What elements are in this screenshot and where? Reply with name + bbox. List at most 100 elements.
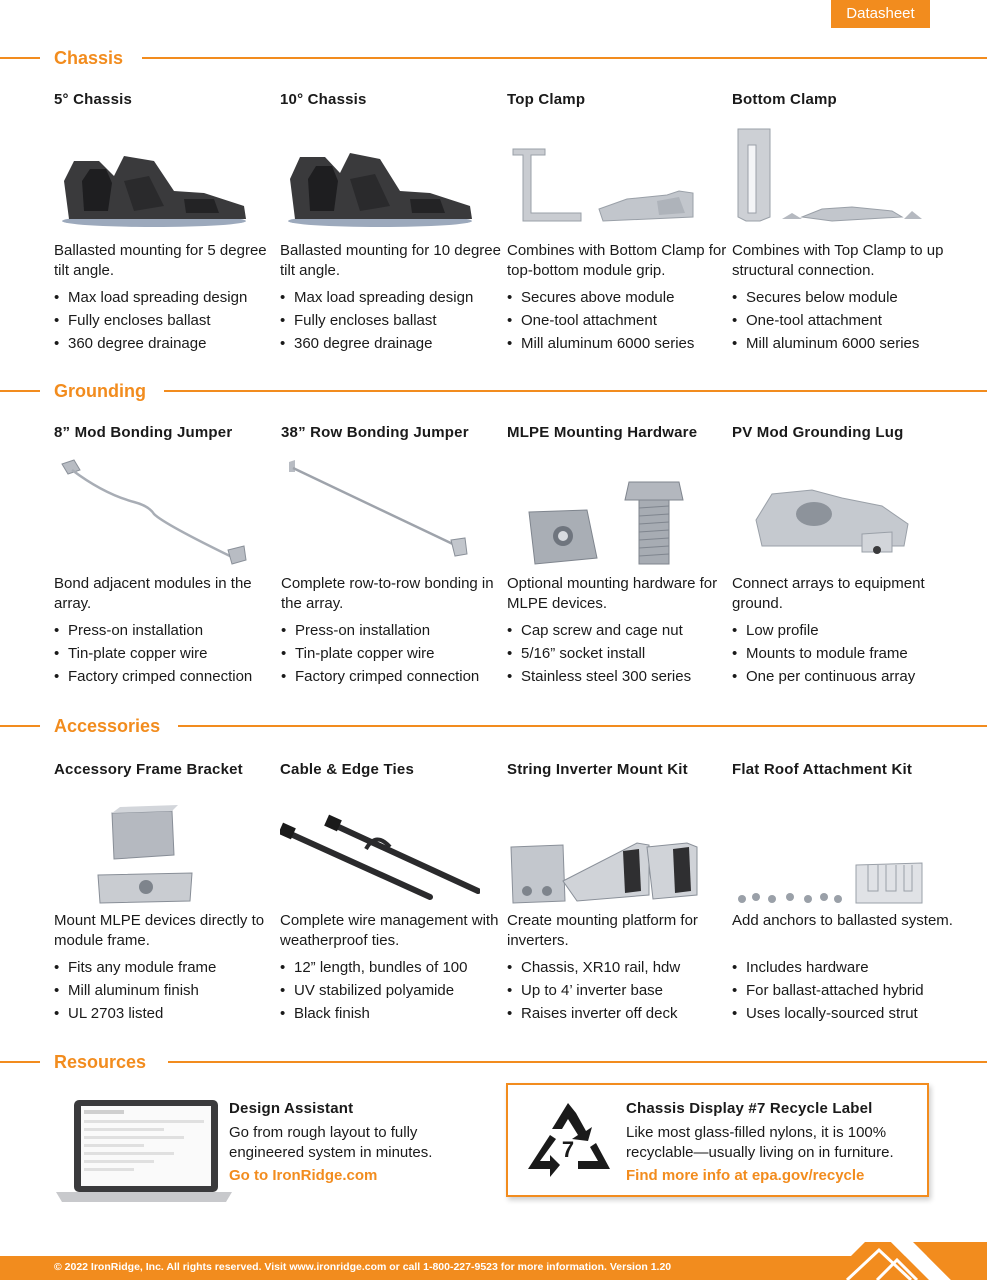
bullet: 360 degree drainage bbox=[280, 332, 520, 355]
bullet: Fits any module frame bbox=[54, 956, 294, 979]
laptop-image bbox=[54, 1098, 234, 1206]
bullet: Black finish bbox=[280, 1002, 520, 1025]
section-resources: Resources bbox=[0, 1050, 987, 1074]
datasheet-badge: Datasheet bbox=[831, 0, 930, 28]
bullet: Factory crimped connection bbox=[54, 665, 294, 688]
bullet: Max load spreading design bbox=[54, 286, 294, 309]
inverter-kit-image bbox=[510, 842, 698, 904]
product-row-bonding-jumper: 38” Row Bonding Jumper Complete row-to-r… bbox=[281, 424, 501, 688]
product-mlpe-hardware: MLPE Mounting Hardware Optional mounting… bbox=[507, 424, 727, 688]
bullet: Mill aluminum 6000 series bbox=[507, 332, 747, 355]
mlpe-hardware-image bbox=[528, 481, 684, 565]
bullet: Secures below module bbox=[732, 286, 972, 309]
section-grounding: Grounding bbox=[0, 379, 987, 403]
product-desc: Add anchors to ballasted system. bbox=[732, 912, 953, 929]
bullet: Tin-plate copper wire bbox=[281, 642, 521, 665]
recycle-box: 7 Chassis Display #7 Recycle Label Like … bbox=[506, 1083, 929, 1197]
product-desc: Ballasted mounting for 5 degree tilt ang… bbox=[54, 242, 267, 279]
bullet: Max load spreading design bbox=[280, 286, 520, 309]
resource-desc: Go from rough layout to fully engineered… bbox=[229, 1124, 433, 1161]
section-title: Resources bbox=[54, 1052, 147, 1072]
bullet: Tin-plate copper wire bbox=[54, 642, 294, 665]
ironridge-link[interactable]: Go to IronRidge.com bbox=[229, 1167, 378, 1184]
grounding-lug-image bbox=[755, 489, 909, 554]
row-jumper-image bbox=[289, 460, 468, 557]
bullet-list: Cap screw and cage nut 5/16” socket inst… bbox=[507, 619, 747, 688]
recycle-number: 7 bbox=[562, 1137, 574, 1162]
product-mod-bonding-jumper: 8” Mod Bonding Jumper Bond adjacent modu… bbox=[54, 424, 274, 688]
product-cable-ties: Cable & Edge Ties Complete wire manageme… bbox=[280, 761, 500, 1025]
product-name: 5° Chassis bbox=[54, 91, 133, 108]
resource-title: Chassis Display #7 Recycle Label bbox=[626, 1100, 873, 1117]
bullet-list: Press-on installation Tin-plate copper w… bbox=[281, 619, 521, 688]
bullet-list: Max load spreading design Fully encloses… bbox=[280, 286, 520, 355]
product-desc: Optional mounting hardware for MLPE devi… bbox=[507, 575, 718, 612]
bullet: Fully encloses ballast bbox=[280, 309, 520, 332]
flat-roof-kit-image bbox=[738, 862, 923, 904]
bullet-list: Press-on installation Tin-plate copper w… bbox=[54, 619, 294, 688]
section-chassis: Chassis bbox=[0, 46, 987, 70]
product-name: Top Clamp bbox=[507, 91, 586, 108]
frame-bracket-image bbox=[97, 805, 193, 904]
bullet-list: Low profile Mounts to module frame One p… bbox=[732, 619, 972, 688]
product-desc: Connect arrays to equipment ground. bbox=[732, 575, 925, 612]
bullet: Chassis, XR10 rail, hdw bbox=[507, 956, 747, 979]
section-title: Chassis bbox=[54, 48, 124, 68]
bullet: 5/16” socket install bbox=[507, 642, 747, 665]
product-desc: Complete wire management with weatherpro… bbox=[280, 912, 499, 949]
footer: © 2022 IronRidge, Inc. All rights reserv… bbox=[0, 1242, 987, 1280]
product-5-chassis: 5° Chassis Ballasted mounting for 5 degr… bbox=[54, 91, 274, 355]
bullet-list: 12” length, bundles of 100 UV stabilized… bbox=[280, 956, 520, 1025]
chassis-5-image bbox=[62, 156, 246, 227]
bullet: Low profile bbox=[732, 619, 972, 642]
bullet-list: Includes hardware For ballast-attached h… bbox=[732, 956, 972, 1025]
bullet: Secures above module bbox=[507, 286, 747, 309]
bullet: Fully encloses ballast bbox=[54, 309, 294, 332]
product-desc: Bond adjacent modules in the array. bbox=[54, 575, 252, 612]
bullet: Uses locally-sourced strut bbox=[732, 1002, 972, 1025]
bullet-list: Secures below module One-tool attachment… bbox=[732, 286, 972, 355]
product-desc: Mount MLPE devices directly to module fr… bbox=[54, 912, 265, 949]
bullet-list: Fits any module frame Mill aluminum fini… bbox=[54, 956, 294, 1025]
product-desc: Create mounting platform for inverters. bbox=[507, 912, 698, 949]
product-desc: Ballasted mounting for 10 degree tilt an… bbox=[280, 242, 501, 279]
product-flat-roof-kit: Flat Roof Attachment Kit Add anchors to … bbox=[732, 761, 953, 1025]
bullet: Mounts to module frame bbox=[732, 642, 972, 665]
bullet: UL 2703 listed bbox=[54, 1002, 294, 1025]
product-top-clamp: Top Clamp Combines with Bottom Clamp for… bbox=[507, 91, 727, 355]
product-name: 8” Mod Bonding Jumper bbox=[54, 424, 233, 441]
design-assistant-block: Design Assistant Go from rough layout to… bbox=[229, 1099, 489, 1187]
bullet: Press-on installation bbox=[54, 619, 294, 642]
bullet: 360 degree drainage bbox=[54, 332, 294, 355]
bullet: Mill aluminum 6000 series bbox=[732, 332, 972, 355]
recycle-icon: 7 bbox=[528, 1103, 610, 1177]
bullet: One-tool attachment bbox=[732, 309, 972, 332]
resource-title: Design Assistant bbox=[229, 1100, 354, 1117]
bullet: UV stabilized polyamide bbox=[280, 979, 520, 1002]
bullet-list: Max load spreading design Fully encloses… bbox=[54, 286, 294, 355]
top-clamp-image bbox=[512, 148, 694, 222]
bullet-list: Chassis, XR10 rail, hdw Up to 4’ inverte… bbox=[507, 956, 747, 1025]
chassis-10-image bbox=[288, 153, 472, 227]
product-name: String Inverter Mount Kit bbox=[507, 761, 688, 778]
mod-jumper-image bbox=[61, 459, 247, 565]
bullet: Raises inverter off deck bbox=[507, 1002, 747, 1025]
bullet: For ballast-attached hybrid bbox=[732, 979, 972, 1002]
product-grounding-lug: PV Mod Grounding Lug Connect arrays to e… bbox=[732, 424, 952, 688]
section-title: Accessories bbox=[54, 716, 161, 736]
bullet: Stainless steel 300 series bbox=[507, 665, 747, 688]
product-name: 38” Row Bonding Jumper bbox=[281, 424, 469, 441]
bullet: Cap screw and cage nut bbox=[507, 619, 747, 642]
product-string-inverter-kit: String Inverter Mount Kit Create mountin… bbox=[507, 761, 727, 1025]
ironridge-logo-mark bbox=[827, 1242, 987, 1280]
bullet: Up to 4’ inverter base bbox=[507, 979, 747, 1002]
product-name: 10° Chassis bbox=[280, 91, 367, 108]
bullet: One-tool attachment bbox=[507, 309, 747, 332]
resource-desc: Like most glass-filled nylons, it is 100… bbox=[626, 1124, 894, 1161]
product-name: PV Mod Grounding Lug bbox=[732, 424, 904, 441]
epa-link[interactable]: Find more info at epa.gov/recycle bbox=[626, 1167, 865, 1184]
footer-text: © 2022 IronRidge, Inc. All rights reserv… bbox=[54, 1261, 672, 1273]
bullet: One per continuous array bbox=[732, 665, 972, 688]
product-name: Flat Roof Attachment Kit bbox=[732, 761, 913, 778]
bullet: Press-on installation bbox=[281, 619, 521, 642]
